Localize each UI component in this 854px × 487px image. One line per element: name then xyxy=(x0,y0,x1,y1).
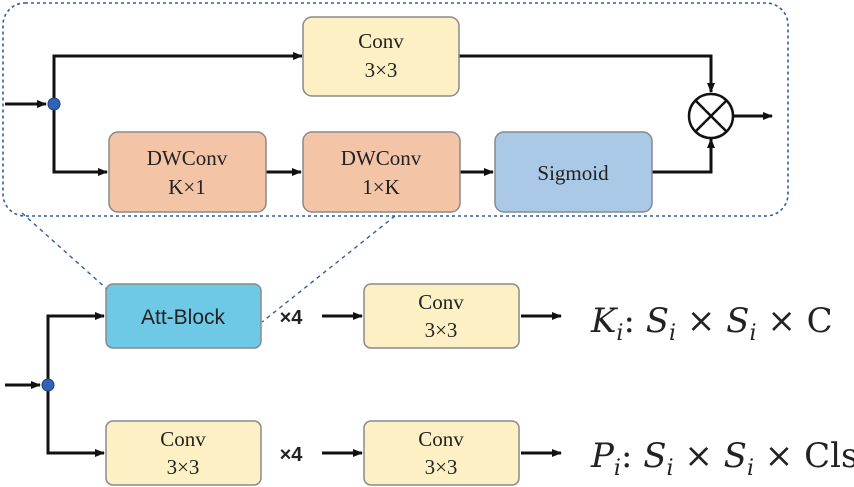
zoom-line-left xyxy=(21,212,109,291)
detail-upper-path xyxy=(52,52,303,104)
class-output-formula: Pi: Si × Si × Cls xyxy=(590,436,854,481)
detail-lower-path xyxy=(52,104,108,176)
class-conv-right-label: Conv xyxy=(418,427,464,451)
detail-conv-kernel: 3×3 xyxy=(365,58,398,82)
detail-split-node xyxy=(47,97,61,111)
kernel-conv-label: Conv xyxy=(418,290,464,314)
kernel-conv-kernel: 3×3 xyxy=(425,318,458,342)
dwconv-1k-box: DWConv 1×K xyxy=(302,131,461,213)
dwconv-k1-kernel: K×1 xyxy=(168,175,206,199)
class-branch-path xyxy=(46,385,105,457)
class-repeat-label: ×4 xyxy=(280,444,304,466)
kernel-repeat-label: ×4 xyxy=(280,307,304,329)
attention-detail-container xyxy=(2,2,789,217)
class-conv-left-label: Conv xyxy=(160,427,206,451)
kernel-output-formula: Ki: Si × Si × C xyxy=(590,301,833,346)
conv-to-multiply-path xyxy=(459,54,715,93)
kernel-branch-path xyxy=(46,312,105,385)
class-conv-left-kernel: 3×3 xyxy=(167,455,200,479)
class-conv-left-box: Conv 3×3 xyxy=(105,420,262,486)
sigmoid-box: Sigmoid xyxy=(494,131,653,213)
kernel-conv-box: Conv 3×3 xyxy=(363,283,520,349)
dwconv-1k-kernel: 1×K xyxy=(362,175,400,199)
multiply-icon xyxy=(687,92,735,140)
att-block-label: Att-Block xyxy=(141,306,226,329)
dwconv-k1-box: DWConv K×1 xyxy=(108,131,267,213)
class-conv-right-box: Conv 3×3 xyxy=(363,420,520,486)
sigmoid-to-multiply-path xyxy=(652,138,715,174)
dwconv-k1-label: DWConv xyxy=(147,146,228,170)
head-split-node xyxy=(41,378,55,392)
detail-conv-label: Conv xyxy=(358,29,404,53)
dwconv-1k-label: DWConv xyxy=(341,146,422,170)
detail-conv-box: Conv 3×3 xyxy=(302,16,460,97)
sigmoid-label: Sigmoid xyxy=(537,161,609,185)
att-block-box: Att-Block xyxy=(105,283,262,349)
class-conv-right-kernel: 3×3 xyxy=(425,455,458,479)
